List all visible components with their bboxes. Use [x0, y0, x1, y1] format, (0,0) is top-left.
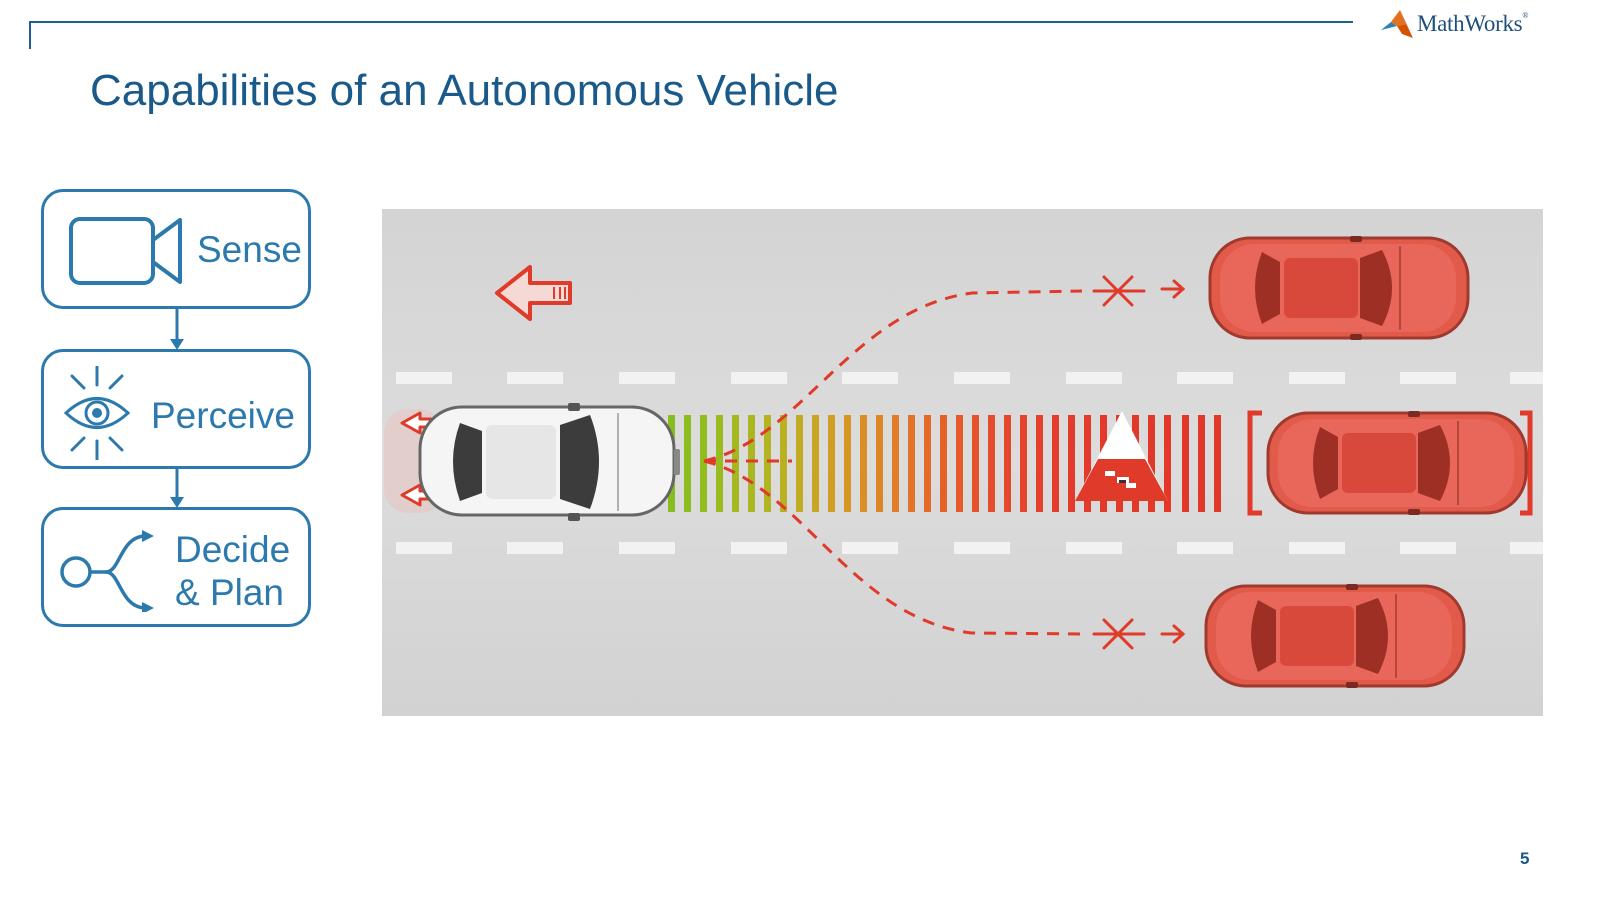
sense-to-perceive-arrow — [170, 309, 184, 350]
mathworks-logo: MathWorks® — [1380, 8, 1528, 40]
page-title: Capabilities of an Autonomous Vehicle — [90, 66, 839, 115]
video-camera-icon — [69, 217, 182, 285]
autonomous-driving-scene — [382, 209, 1543, 716]
collision-warning-icon — [1075, 411, 1168, 501]
logo-wordmark: MathWorks® — [1417, 11, 1529, 36]
membrane-logo-icon — [1381, 10, 1413, 38]
sense-step: Sense — [41, 189, 311, 309]
red-car-lead — [1266, 409, 1528, 517]
branch-path-icon — [60, 530, 154, 612]
perceive-to-decide-arrow — [170, 469, 184, 508]
decide-label: Decide — [175, 529, 291, 570]
perceive-label: Perceive — [151, 395, 295, 436]
perceive-step: Perceive — [41, 349, 311, 469]
sense-label: Sense — [197, 229, 302, 270]
target-brackets — [1247, 410, 1533, 516]
header-rule-tick — [29, 21, 31, 49]
header-rule — [29, 21, 1353, 23]
plan-label: & Plan — [175, 572, 285, 613]
page-number: 5 — [1520, 849, 1530, 868]
eye-icon — [63, 366, 131, 460]
ego-vehicle — [384, 403, 680, 521]
lane-change-arrow-icon — [495, 265, 572, 321]
red-car-bottom-lane — [1204, 582, 1466, 690]
blocked-path-markers — [1092, 275, 1186, 650]
planned-paths — [703, 289, 1083, 636]
red-car-top-lane — [1208, 234, 1470, 342]
decide-plan-step: Decide & Plan — [41, 507, 311, 627]
lane-markings — [396, 372, 1543, 554]
